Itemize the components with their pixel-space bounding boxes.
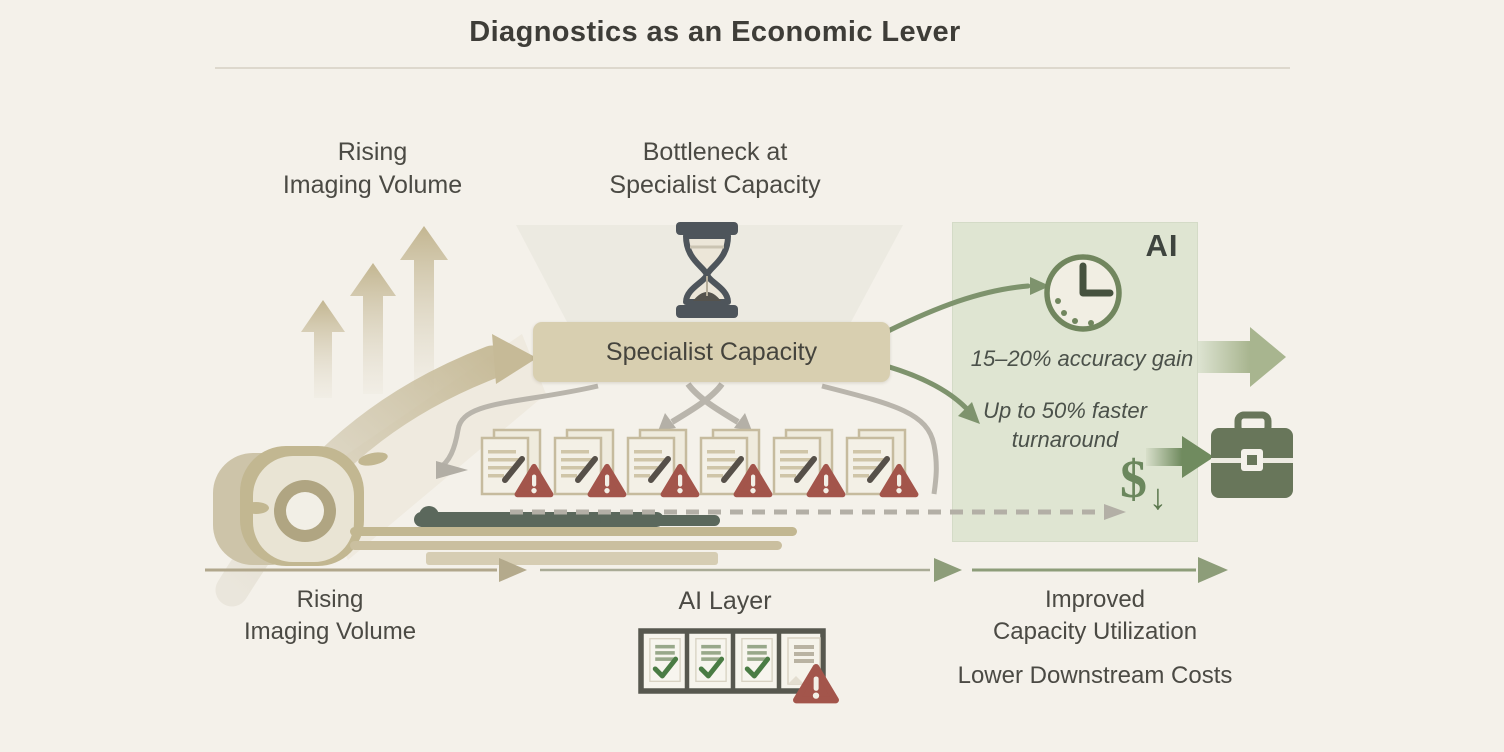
flagged-report-icon [787, 637, 821, 685]
ai-badge: AI [1145, 228, 1179, 263]
specialist-capacity-box-label: Specialist Capacity [605, 337, 818, 366]
checked-report-icon [696, 639, 726, 682]
rising-imaging-volume-label-top: Rising Imaging Volume [282, 138, 463, 199]
report-warning-icon [701, 430, 770, 494]
turnaround-label: Up to 50% faster turnaround [983, 398, 1147, 452]
down-arrow-icon: ↓ [1149, 476, 1167, 517]
briefcase-arrow-icon [1146, 436, 1214, 478]
rising-imaging-volume-label-bottom: Rising Imaging Volume [243, 586, 417, 645]
page-title: Diagnostics as an Economic Lever [469, 16, 961, 48]
bottleneck-label: Bottleneck at Specialist Capacity [609, 138, 821, 199]
lower-cost-symbol: $ ↓ [1120, 452, 1167, 518]
title-divider [215, 67, 1290, 69]
timeline-arrows [205, 557, 1228, 583]
briefcase-icon [1211, 411, 1293, 498]
dashed-flow-line [510, 504, 1126, 520]
patient-figure [414, 506, 720, 527]
green-curve-arrows [883, 277, 1050, 424]
ai-layer-label: AI Layer [678, 587, 772, 615]
light-beam [310, 334, 546, 560]
specialist-capacity-box: Specialist Capacity [533, 322, 890, 382]
clock-icon [1044, 254, 1122, 332]
fanout-arrows [436, 382, 939, 495]
accuracy-gain-label: 15–20% accuracy gain [970, 346, 1194, 371]
accuracy-out-arrow-icon [1198, 327, 1286, 387]
report-backlog-row [482, 430, 916, 494]
report-warning-icon [774, 430, 843, 494]
improved-capacity-label: Improved Capacity Utilization [992, 586, 1198, 645]
report-warning-icon [555, 430, 624, 494]
checked-report-icon [742, 639, 772, 682]
report-warning-icon [628, 430, 697, 494]
ai-layer-grid-icon [638, 628, 836, 700]
checked-report-icon [650, 639, 680, 682]
report-warning-icon [847, 430, 916, 494]
ct-scanner-icon [213, 446, 797, 566]
rising-arrows-icon [301, 226, 448, 398]
lower-downstream-costs-label: Lower Downstream Costs [957, 662, 1233, 689]
dollar-icon: $ [1120, 449, 1147, 509]
hourglass-icon [676, 222, 738, 318]
report-warning-icon [482, 430, 551, 494]
